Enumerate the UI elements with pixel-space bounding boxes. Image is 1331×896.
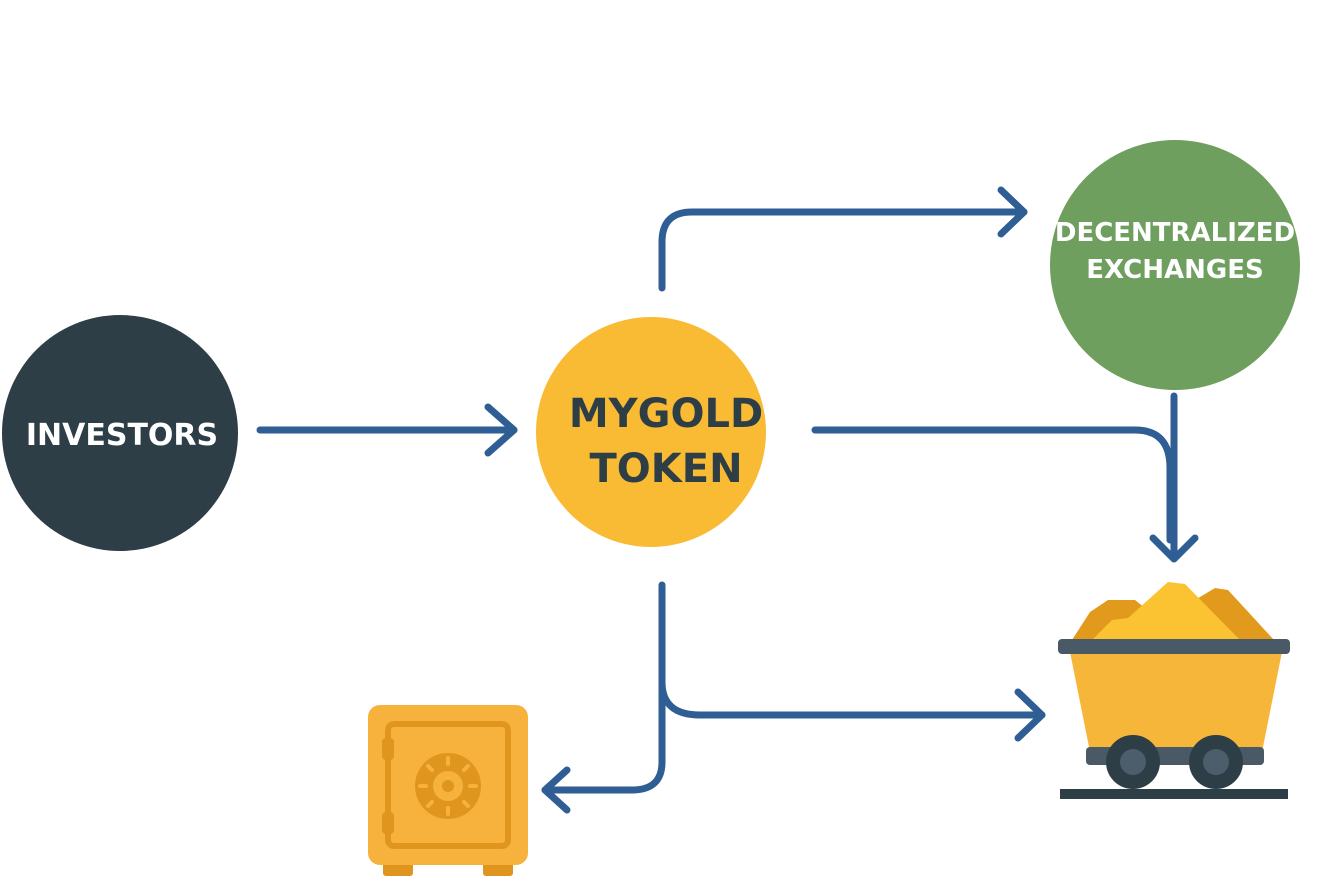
arrow-token-to-dex xyxy=(658,186,1028,292)
node-mygold-token: MYGOLD TOKEN xyxy=(536,317,766,547)
arrow-token-to-cart-lower xyxy=(658,581,1046,742)
node-decentralized-exchanges: DECENTRALIZED EXCHANGES xyxy=(1050,140,1300,390)
investors-label: INVESTORS xyxy=(26,418,218,453)
node-investors: INVESTORS xyxy=(2,315,238,551)
token-label-line1: MYGOLD xyxy=(569,391,763,437)
arrow-investors-to-token xyxy=(256,403,518,457)
arrow-token-to-cart xyxy=(811,426,1174,544)
dex-label-line1: DECENTRALIZED xyxy=(1055,218,1295,248)
token-label-line2: TOKEN xyxy=(589,446,742,492)
arrow-dex-to-cart xyxy=(1149,392,1199,563)
dex-label-line2: EXCHANGES xyxy=(1086,255,1263,285)
arrow-token-to-vault xyxy=(541,676,666,814)
safe-icon xyxy=(368,705,528,876)
mine-cart-icon xyxy=(1058,582,1290,799)
